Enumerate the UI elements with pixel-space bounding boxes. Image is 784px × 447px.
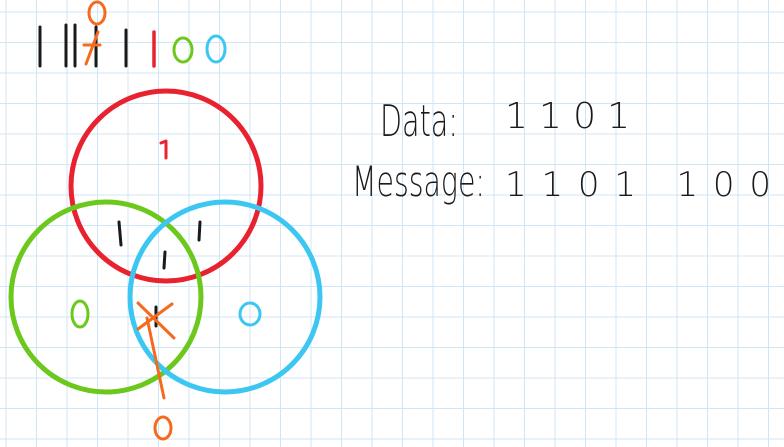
green-blue-correction-zero <box>153 415 173 441</box>
codeword-bit-7 <box>172 36 194 64</box>
data-label: Data: <box>380 96 458 147</box>
codeword-row <box>38 0 227 68</box>
message-value: 1101 100 <box>505 165 780 205</box>
data-value: 1101 <box>505 96 640 137</box>
message-label: Message: <box>352 157 485 206</box>
green-parity-circle <box>8 199 204 395</box>
codeword-strike-mark <box>82 30 102 66</box>
red-only-bit <box>159 139 168 160</box>
red-parity-circle <box>68 88 264 284</box>
codeword-correction-zero <box>87 0 107 26</box>
green-only-bit <box>70 299 90 329</box>
notes: Data: 1101 Message: 1101 100 <box>352 96 780 206</box>
codeword-bit-8 <box>205 34 227 64</box>
red-green-bit <box>117 220 123 247</box>
blue-parity-circle <box>127 199 323 395</box>
green-blue-strike <box>136 301 176 400</box>
blue-only-bit <box>238 301 262 327</box>
center-bit <box>162 250 167 270</box>
red-blue-bit <box>197 220 202 242</box>
